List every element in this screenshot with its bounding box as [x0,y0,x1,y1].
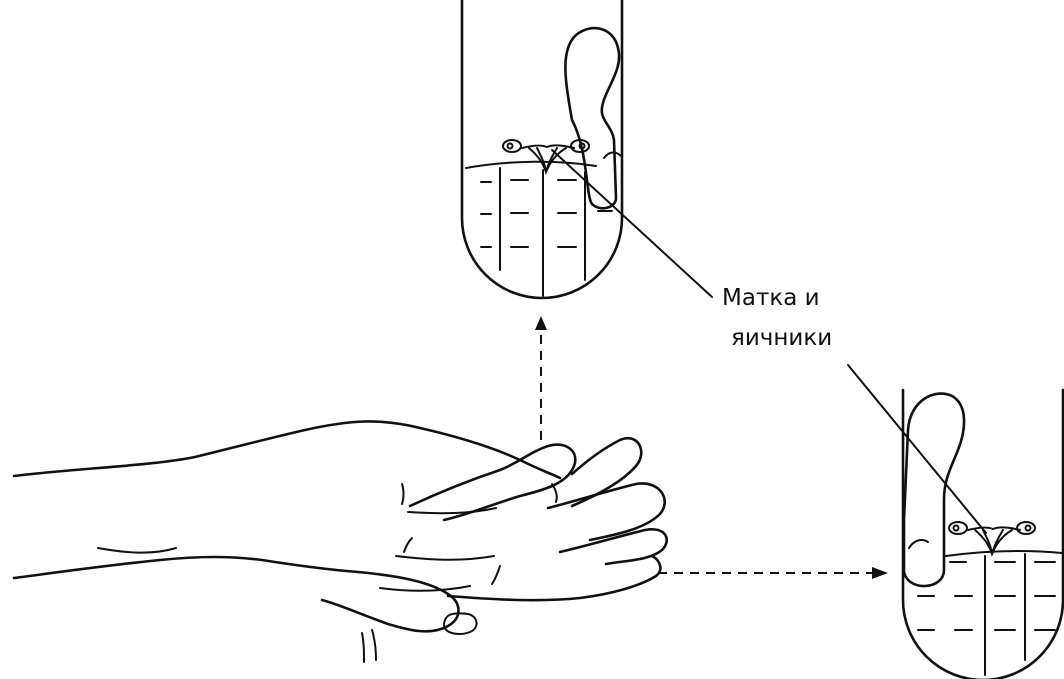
upper-uterus-ovaries-icon [503,140,589,172]
lower-liquid-surface [946,551,1062,556]
leader-line-upper [552,150,712,297]
label-line-1: Матка и [722,285,820,311]
lower-uterus-ovaries-icon [949,522,1035,554]
hand-illustration [14,421,667,662]
upper-test-tube [462,0,622,298]
upper-liquid-surface [466,162,596,168]
lower-inner-tube [904,394,964,586]
lower-tube-outline [903,390,1063,679]
arrow-up [535,316,547,440]
label-line-2: яичники [731,325,832,351]
upper-inner-tube [565,28,619,208]
leader-line-lower [848,365,986,533]
lower-test-tube [903,390,1063,679]
arrow-right [658,567,888,579]
